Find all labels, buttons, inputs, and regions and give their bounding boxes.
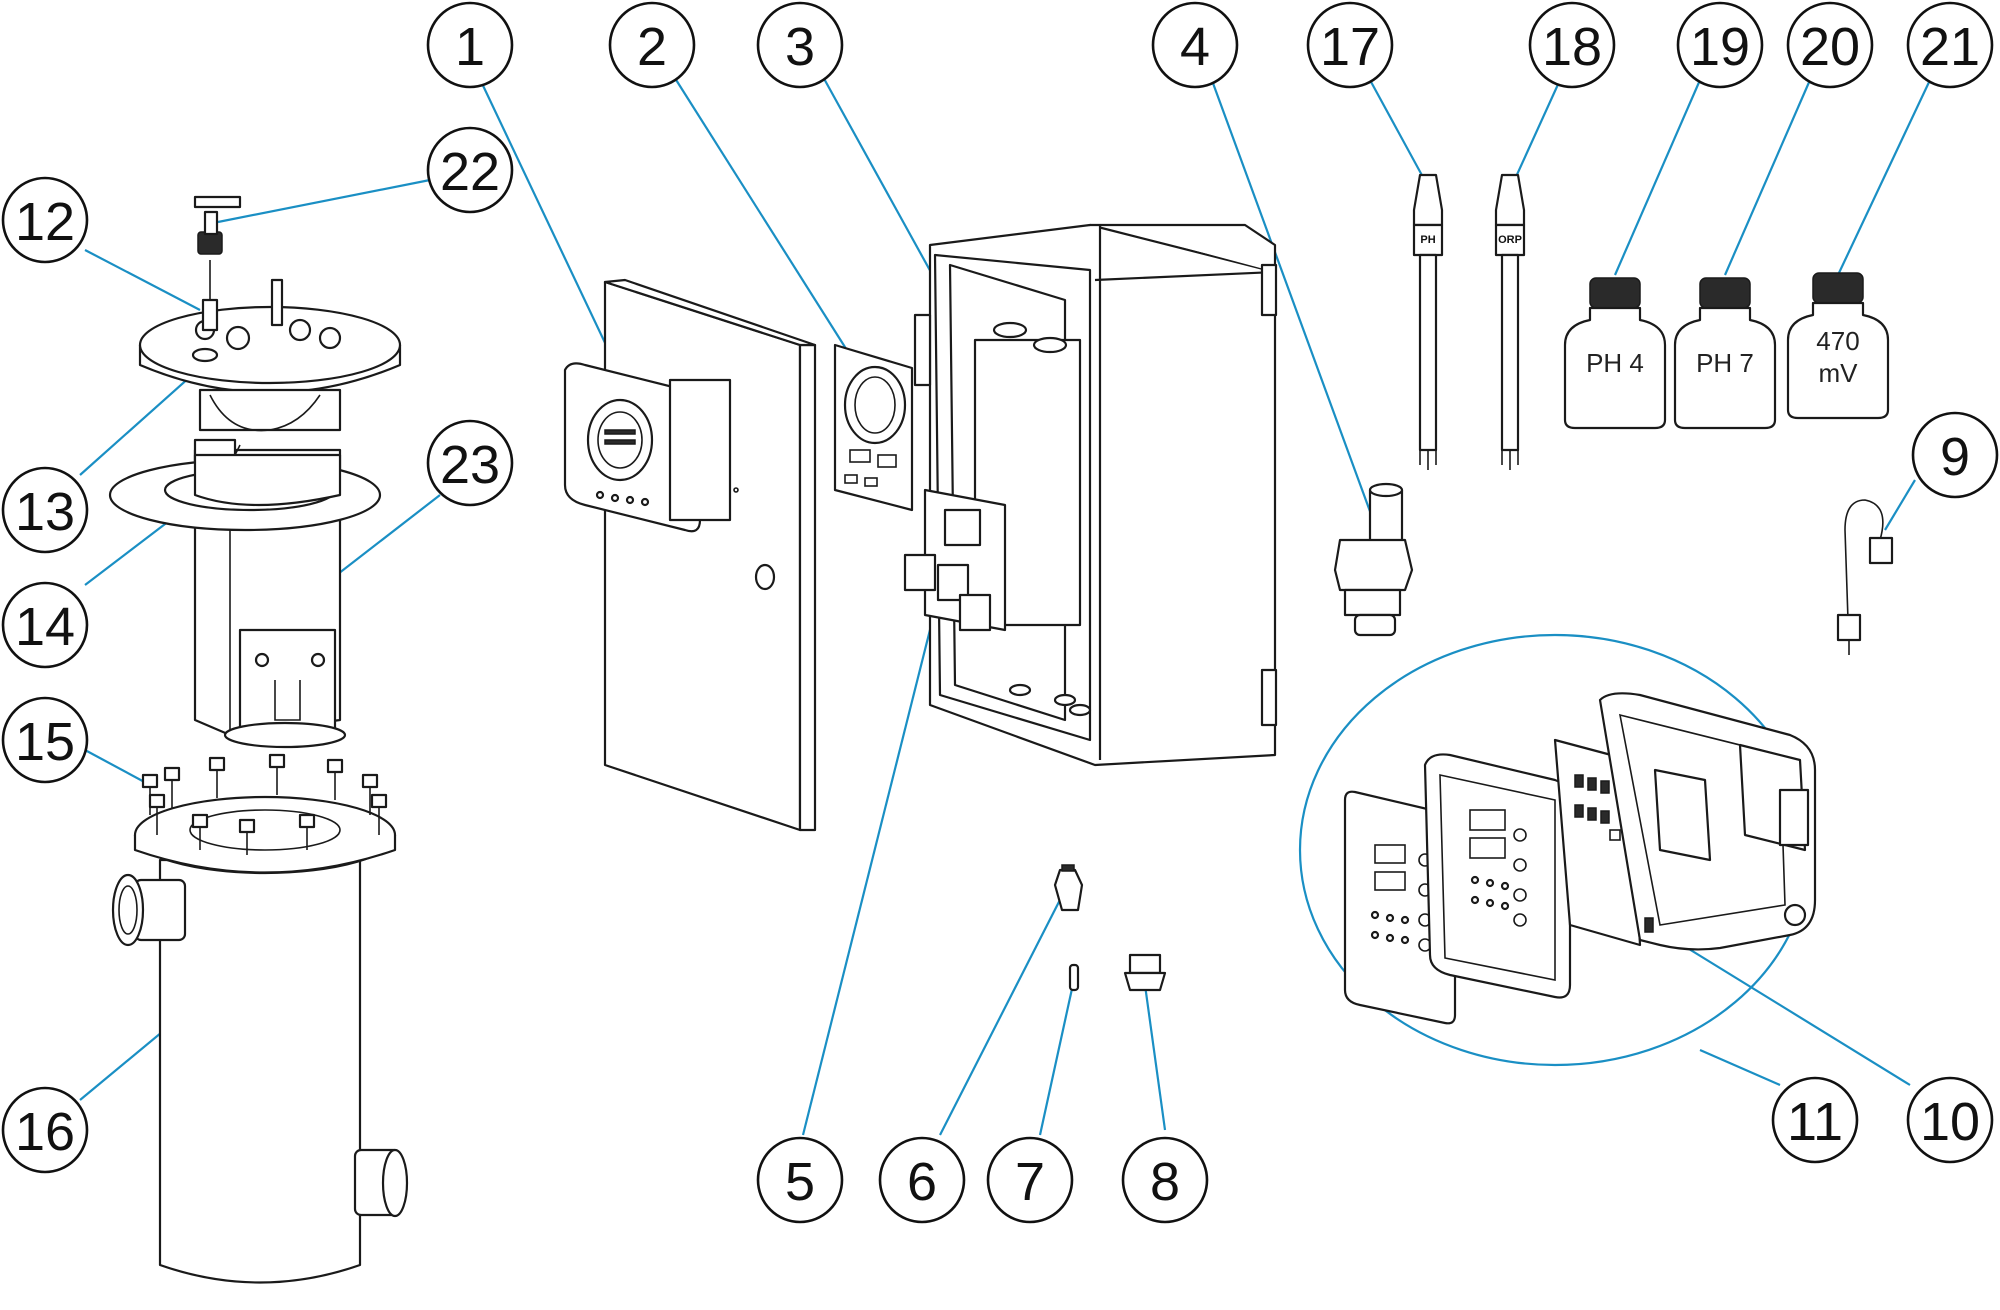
orp-probe-label: ORP [1498, 234, 1522, 246]
leader-9 [1884, 479, 1916, 531]
callout-11: 11 [1771, 1076, 1859, 1164]
orp-probe: ORP [1494, 173, 1526, 470]
flow-sensor [193, 195, 242, 332]
svg-text:12: 12 [15, 192, 75, 252]
o-ring [191, 347, 219, 363]
cable-gland [1123, 953, 1167, 992]
callout-3: 3 [756, 1, 844, 89]
ph-probe-label: PH [1420, 234, 1435, 246]
svg-text:16: 16 [15, 1102, 75, 1162]
callout-16: 16 [1, 1086, 89, 1174]
callout-21: 21 [1906, 1, 1994, 89]
electrolysis-cell [111, 795, 409, 1284]
callout-9: 9 [1911, 411, 1999, 499]
svg-text:9: 9 [1940, 427, 1970, 487]
svg-text:13: 13 [15, 482, 75, 542]
leader-4 [1208, 74, 1377, 526]
leader-22 [217, 178, 431, 224]
svg-text:20: 20 [1800, 17, 1860, 77]
bottle-orp: 470 mV [1786, 272, 1890, 420]
front-keypad [563, 362, 732, 533]
bottle-ph7: PH 7 [1673, 277, 1777, 430]
svg-text:18: 18 [1542, 17, 1602, 77]
callout-6: 6 [878, 1136, 966, 1224]
callouts: 1 2 3 4 5 6 7 8 9 10 11 12 13 14 15 16 1… [1, 1, 1999, 1224]
leader-5 [801, 589, 942, 1136]
callout-20: 20 [1786, 1, 1874, 89]
callout-13: 13 [1, 466, 89, 554]
svg-text:3: 3 [785, 17, 815, 77]
svg-text:8: 8 [1150, 1152, 1180, 1212]
leader-10 [1649, 924, 1911, 1086]
callout-7: 7 [986, 1136, 1074, 1224]
leader-19 [1613, 79, 1702, 276]
svg-text:2: 2 [637, 17, 667, 77]
flow-switch [1333, 482, 1414, 637]
leader-1 [477, 74, 626, 386]
svg-text:15: 15 [15, 712, 75, 772]
leader-2 [672, 74, 851, 356]
flange-bolts [141, 753, 388, 855]
callout-14: 14 [1, 581, 89, 669]
svg-text:23: 23 [440, 435, 500, 495]
bottle-orp-label-line1: 470 [1816, 326, 1859, 356]
callout-5: 5 [756, 1136, 844, 1224]
leader-7 [1038, 974, 1077, 1136]
leader-12 [84, 249, 201, 311]
fuse-holder [1053, 864, 1084, 912]
callout-18: 18 [1528, 1, 1616, 89]
svg-text:1: 1 [455, 17, 485, 77]
power-board [903, 488, 1007, 632]
svg-text:4: 4 [1180, 17, 1210, 77]
main-pcb [833, 343, 914, 512]
callout-8: 8 [1121, 1136, 1209, 1224]
leader-17 [1369, 79, 1431, 191]
svg-text:7: 7 [1015, 1152, 1045, 1212]
callout-10: 10 [1906, 1076, 1994, 1164]
callout-1: 1 [426, 1, 514, 89]
bottle-ph7-label: PH 7 [1696, 348, 1754, 378]
svg-text:10: 10 [1920, 1092, 1980, 1152]
cell-lid [138, 278, 402, 432]
svg-text:6: 6 [907, 1152, 937, 1212]
leader-13 [79, 367, 201, 476]
bottle-ph4: PH 4 [1563, 277, 1667, 430]
svg-text:22: 22 [440, 142, 500, 202]
leader-6 [939, 889, 1066, 1136]
bottle-ph4-label: PH 4 [1586, 348, 1644, 378]
svg-text:14: 14 [15, 597, 75, 657]
control-box-door [603, 278, 817, 832]
leader-11 [1699, 1048, 1781, 1087]
svg-text:11: 11 [1787, 1092, 1843, 1152]
svg-text:21: 21 [1920, 17, 1980, 77]
callout-19: 19 [1676, 1, 1764, 89]
bottle-orp-label-line2: mV [1819, 358, 1859, 388]
cell-vessel [158, 858, 362, 1284]
leader-21 [1837, 79, 1931, 276]
cell-outlet [353, 1148, 409, 1218]
cell-inlet [111, 873, 187, 947]
callout-22: 22 [426, 126, 514, 214]
probe-cable [1836, 499, 1894, 655]
leader-15 [84, 749, 151, 786]
callout-23: 23 [426, 419, 514, 507]
callout-2: 2 [608, 1, 696, 89]
callout-4: 4 [1151, 1, 1239, 89]
fuse [1068, 963, 1080, 992]
ph-probe: PH [1412, 173, 1444, 470]
svg-text:5: 5 [785, 1152, 815, 1212]
callout-12: 12 [1, 176, 89, 264]
leader-8 [1143, 984, 1167, 1131]
middle-flange-pack-top [193, 453, 342, 507]
svg-text:19: 19 [1690, 17, 1750, 77]
leader-20 [1723, 79, 1812, 276]
panel-detail [1343, 692, 1817, 1025]
leader-18 [1508, 79, 1562, 191]
control-enclosure [913, 223, 1278, 767]
callout-17: 17 [1306, 1, 1394, 89]
callout-15: 15 [1, 696, 89, 784]
svg-text:17: 17 [1320, 17, 1380, 77]
